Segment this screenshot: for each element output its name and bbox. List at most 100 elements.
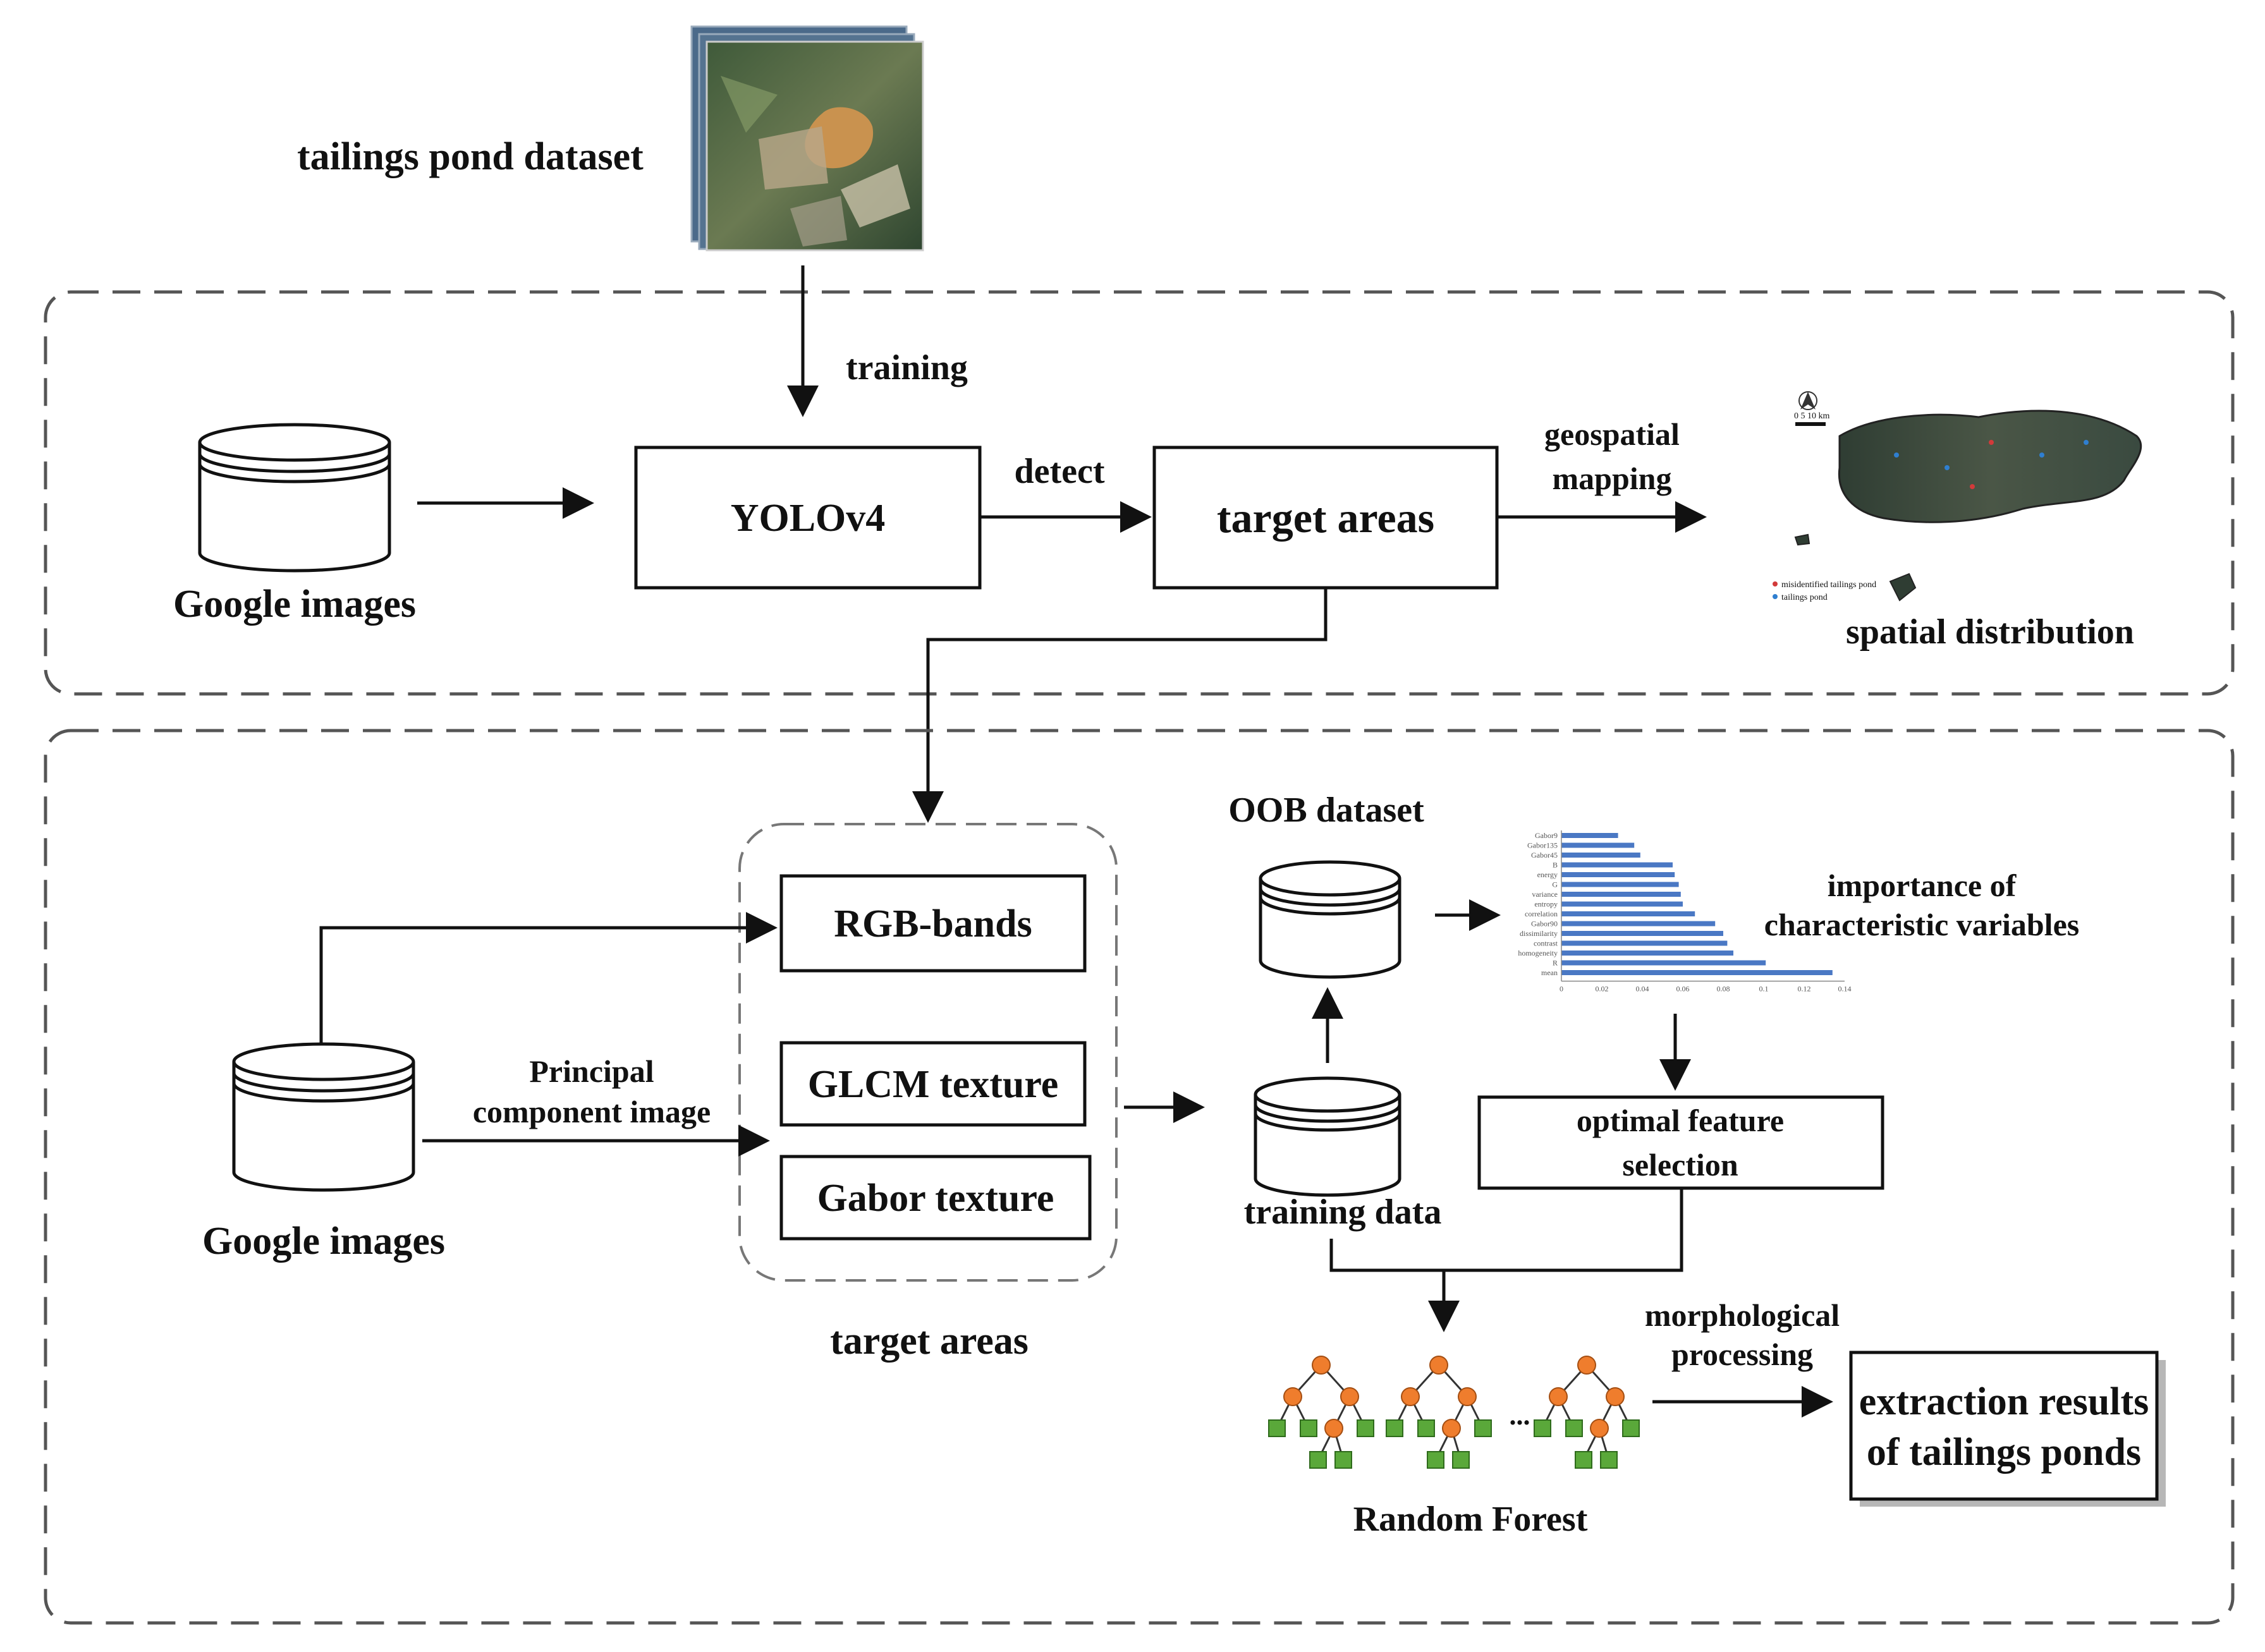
glcm-texture-box — [779, 1041, 1087, 1127]
tree-leaf-node — [1452, 1451, 1470, 1469]
tailings-dataset-image — [690, 25, 924, 252]
yolov4-label: YOLOv4 — [731, 497, 886, 540]
importance-label-line1: importance of — [1828, 868, 2017, 903]
importance-label-line2: characteristic variables — [1764, 907, 2079, 942]
dataset-label: tailings pond dataset — [297, 135, 644, 178]
importance-x-tick-label: 0.08 — [1717, 985, 1730, 993]
extraction-label-line1: extraction results — [1859, 1380, 2149, 1423]
principal-label-line1: Principal — [529, 1054, 654, 1089]
importance-category-label: Gabor90 — [1531, 920, 1558, 928]
importance-bar — [1561, 882, 1679, 887]
tree-leaf-node — [1268, 1419, 1286, 1437]
google-images-database-icon — [198, 423, 391, 573]
importance-x-tick-label: 0.02 — [1596, 985, 1609, 993]
detect-label: detect — [1014, 452, 1104, 491]
tree-split-node — [1549, 1387, 1568, 1406]
importance-category-label: G — [1552, 880, 1558, 889]
glcm-texture-label: GLCM texture — [808, 1063, 1059, 1106]
merge-connector — [1329, 1188, 1683, 1272]
tree-split-node — [1606, 1387, 1625, 1406]
tree-leaf-node — [1386, 1419, 1403, 1437]
tree-split-node — [1312, 1356, 1331, 1375]
map-scale-text: 0 5 10 km — [1794, 411, 1830, 421]
target-areas-box-label: target areas — [1217, 494, 1434, 542]
importance-bar — [1561, 931, 1723, 936]
importance-bar — [1561, 872, 1675, 877]
north-arrow-icon — [1798, 391, 1817, 410]
tree-split-node — [1590, 1419, 1609, 1438]
importance-bar — [1561, 842, 1635, 848]
training-label: training — [846, 348, 968, 387]
importance-category-label: mean — [1541, 968, 1558, 977]
importance-category-label: variance — [1532, 890, 1558, 899]
importance-x-tick-label: 0.12 — [1798, 985, 1811, 993]
importance-x-tick-label: 0.14 — [1838, 985, 1852, 993]
importance-bar — [1561, 901, 1683, 907]
target-areas-box — [1152, 446, 1499, 590]
tree-leaf-node — [1622, 1419, 1640, 1437]
bottom-panel-border — [44, 729, 2235, 1625]
tree-split-node — [1401, 1387, 1420, 1406]
tree-leaf-node — [1417, 1419, 1435, 1437]
importance-category-label: Gabor9 — [1535, 831, 1558, 840]
spatial-distribution-label: spatial distribution — [1846, 612, 2134, 652]
google-images-label-top: Google images — [173, 583, 416, 626]
tree-split-node — [1340, 1387, 1359, 1406]
oob-dataset-label: OOB dataset — [1228, 791, 1424, 830]
optimal-feature-selection-box — [1477, 1095, 1884, 1190]
importance-x-tick-label: 0 — [1560, 985, 1563, 993]
importance-bar — [1561, 960, 1766, 966]
random-forest-label: Random Forest — [1353, 1500, 1588, 1539]
google-images-database-icon-bottom — [232, 1042, 415, 1192]
optimal-label-line1: optimal feature — [1577, 1103, 1784, 1138]
images-to-rgb-arrow — [319, 912, 778, 1044]
importance-category-label: R — [1553, 959, 1558, 968]
tree-split-node — [1577, 1356, 1596, 1375]
importance-bar — [1561, 940, 1728, 946]
oob-dataset-database-icon — [1259, 860, 1401, 979]
gabor-texture-label: Gabor texture — [817, 1177, 1054, 1220]
importance-category-label: B — [1553, 861, 1558, 870]
yolov4-box — [634, 446, 982, 590]
importance-x-tick-label: 0.06 — [1676, 985, 1690, 993]
random-forest-trees — [1268, 1356, 1640, 1469]
target-to-features-connector — [912, 588, 1328, 823]
geospatial-label-line1: geospatial — [1544, 416, 1680, 452]
optimal-label-line2: selection — [1622, 1147, 1738, 1182]
rgb-bands-box — [779, 874, 1087, 973]
spatial-distribution-map: 0 5 10 km misidentified tailings pond ta… — [1773, 391, 2142, 602]
importance-category-label: energy — [1537, 870, 1558, 879]
tree-leaf-node — [1474, 1419, 1492, 1437]
importance-bar — [1561, 892, 1681, 897]
importance-bar — [1561, 911, 1695, 916]
importance-category-label: homogeneity — [1518, 949, 1558, 957]
tree-leaf-node — [1575, 1451, 1592, 1469]
importance-category-label: correlation — [1525, 909, 1558, 918]
principal-label-line2: component image — [473, 1094, 711, 1129]
tree-leaf-node — [1357, 1419, 1374, 1437]
extraction-results-box — [1849, 1351, 2159, 1501]
rgb-bands-label: RGB-bands — [834, 902, 1032, 945]
geospatial-label-line2: mapping — [1553, 461, 1672, 496]
tree-split-node — [1283, 1387, 1302, 1406]
tree-split-node — [1429, 1356, 1448, 1375]
tree-leaf-node — [1309, 1451, 1327, 1469]
importance-x-tick-label: 0.1 — [1759, 985, 1769, 993]
top-panel-border — [44, 290, 2235, 696]
importance-category-label: Gabor45 — [1531, 851, 1558, 859]
training-data-database-icon — [1254, 1076, 1401, 1197]
tree-leaf-node — [1427, 1451, 1444, 1469]
importance-bar — [1561, 833, 1618, 838]
importance-category-label: dissimilarity — [1520, 929, 1558, 938]
gabor-texture-box — [779, 1155, 1092, 1241]
importance-bar — [1561, 951, 1733, 956]
training-data-label: training data — [1244, 1193, 1442, 1232]
tree-split-node — [1458, 1387, 1477, 1406]
importance-category-label: contrast — [1534, 939, 1558, 948]
importance-bar-chart: Gabor9Gabor135Gabor45BenergyGvarianceent… — [1518, 830, 1852, 993]
importance-category-label: Gabor135 — [1527, 841, 1558, 850]
morph-label-line2: processing — [1671, 1337, 1813, 1372]
tree-leaf-node — [1334, 1451, 1352, 1469]
forest-ellipsis: ... — [1510, 1400, 1530, 1431]
